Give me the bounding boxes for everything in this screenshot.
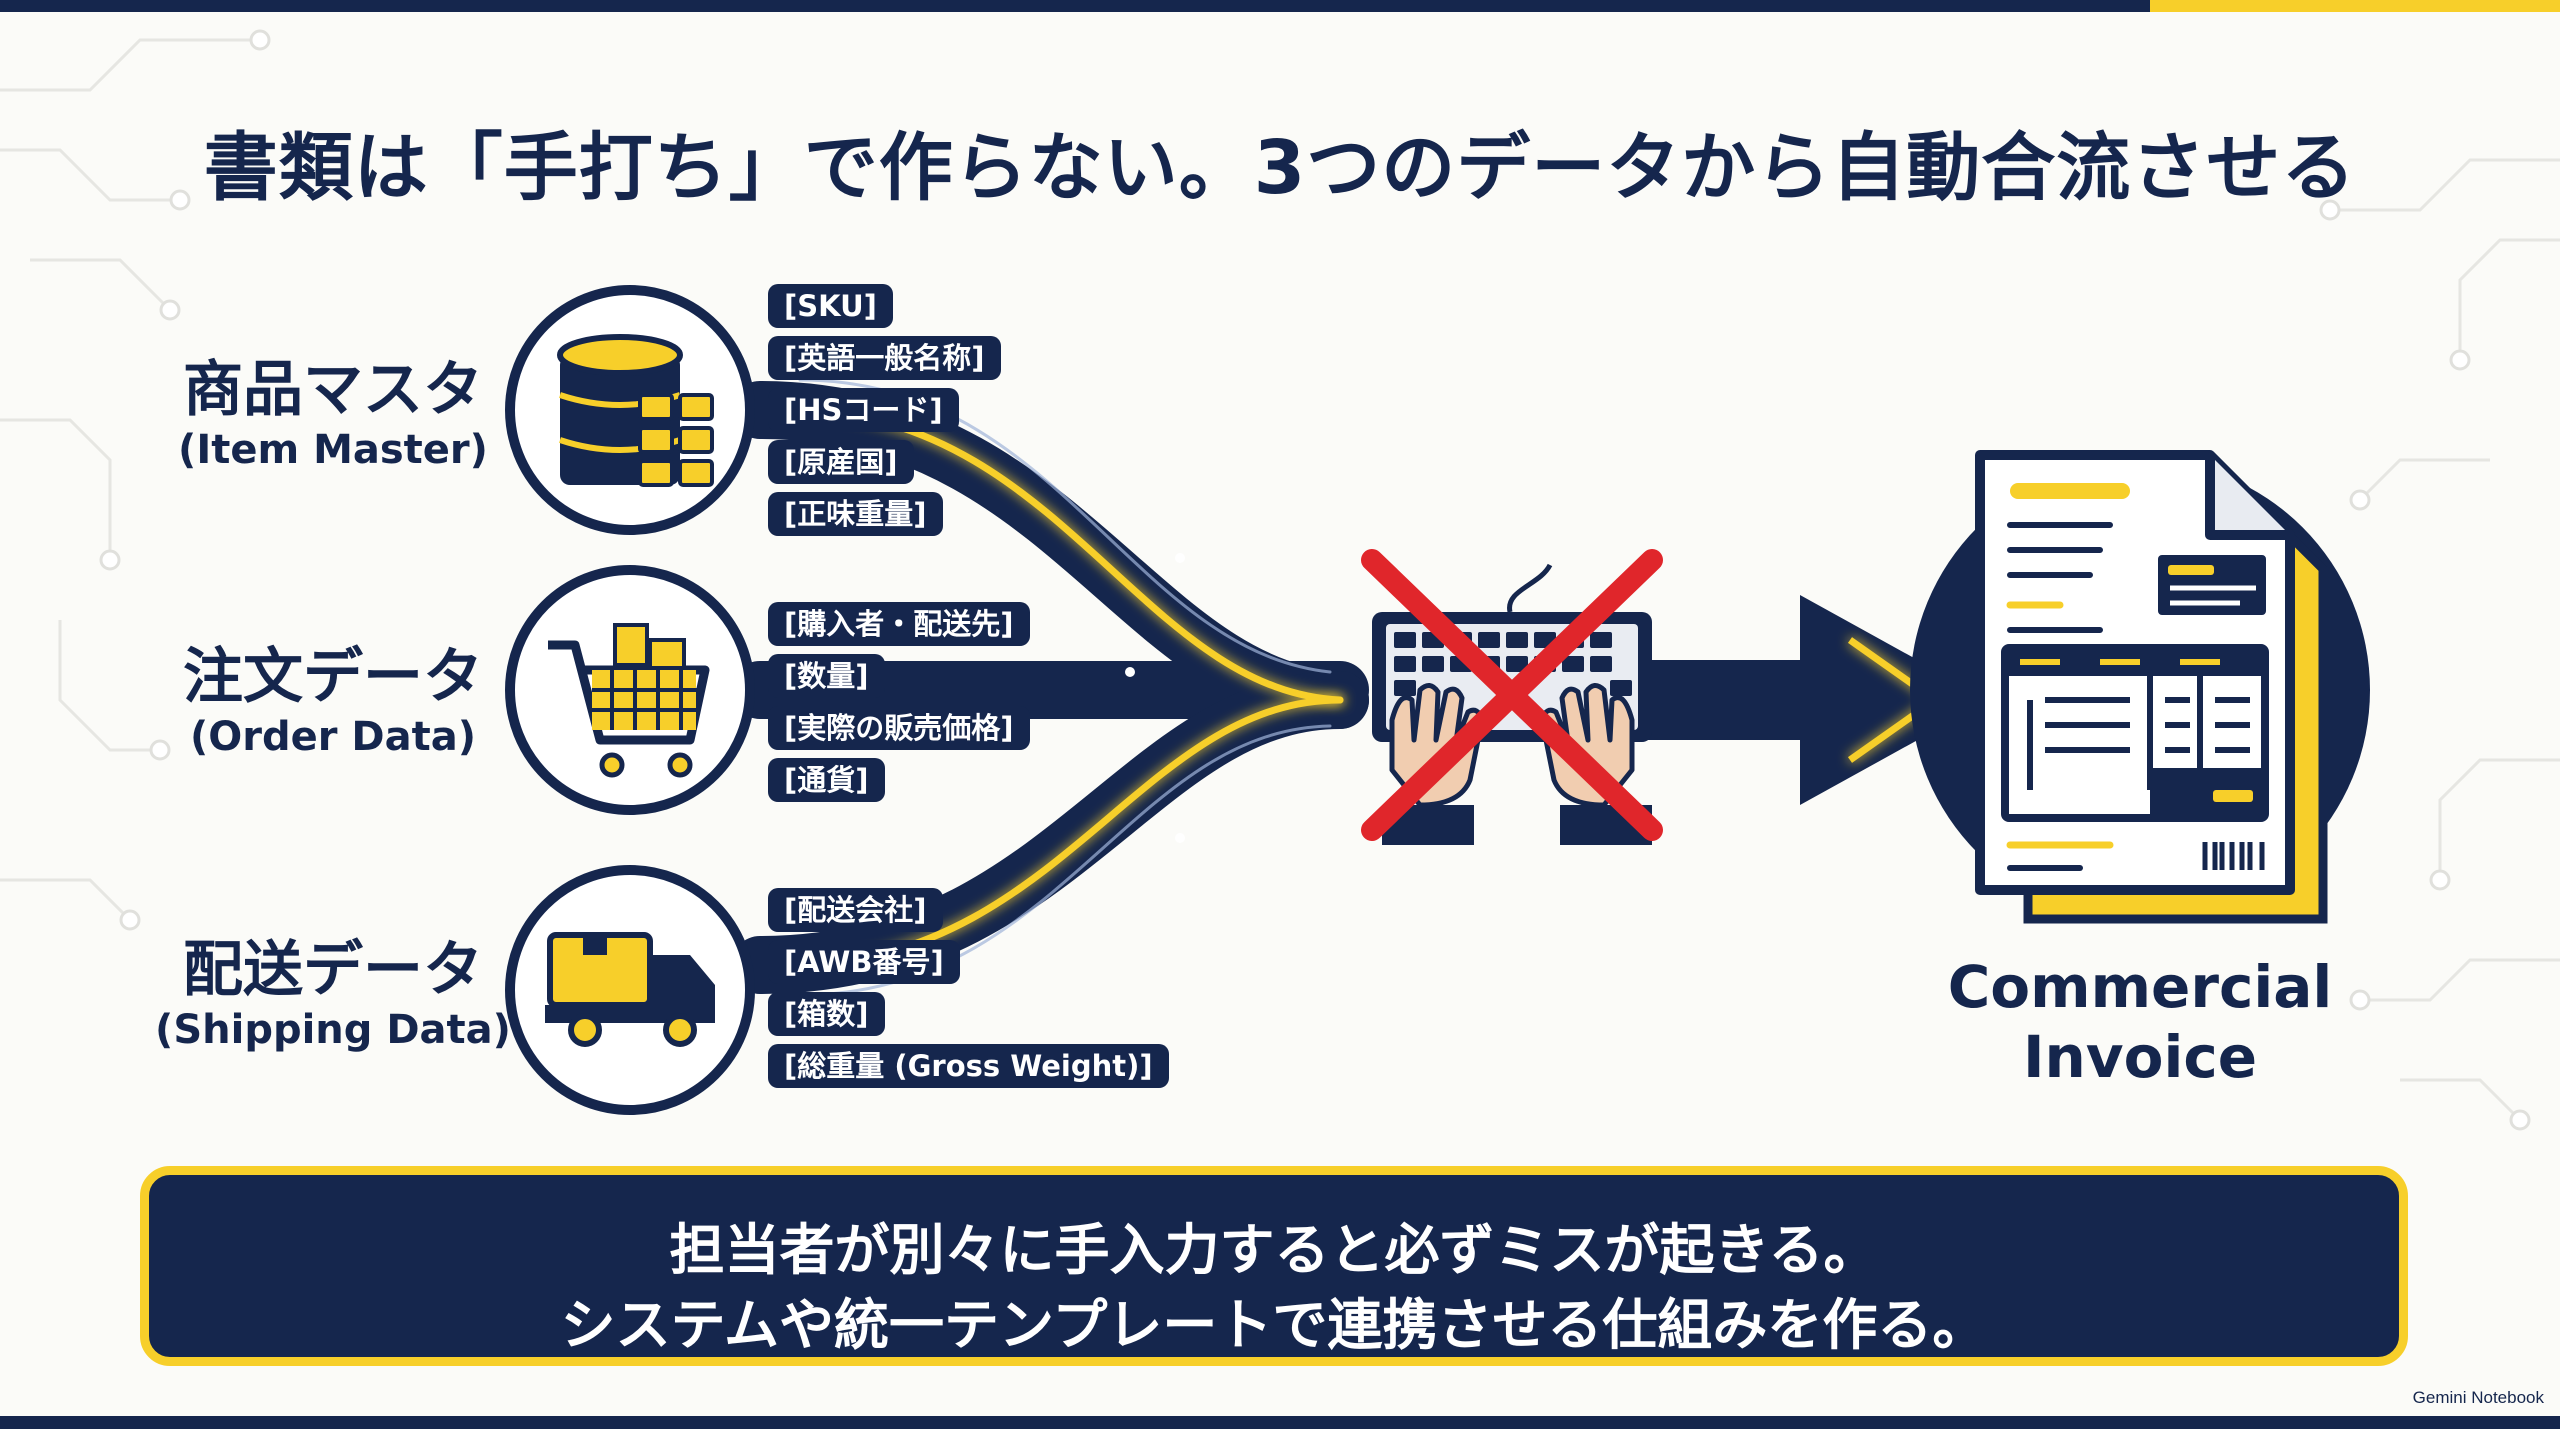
source-label-jp: 商品マスタ [183, 355, 483, 425]
output-label-line2: Invoice [2022, 1023, 2258, 1091]
page-title: 書類は「手打ち」で作らない。3つのデータから自動合流させる [203, 125, 2357, 211]
source-label-item-master: 商品マスタ (Item Master) [133, 355, 533, 475]
shopping-cart-icon [505, 565, 755, 815]
key-message-line2: システムや統一テンプレートで連携させる仕組みを作る。 [560, 1293, 1988, 1357]
field-tag: [通貨] [768, 758, 885, 802]
field-tag: [AWB番号] [768, 940, 960, 984]
field-tag: [購入者・配送先] [768, 602, 1030, 646]
field-tag: [原産国] [768, 440, 914, 484]
source-label-shipping-data: 配送データ (Shipping Data) [133, 935, 533, 1055]
top-accent-bar-gold [2150, 0, 2560, 12]
source-label-en: (Order Data) [189, 714, 476, 760]
output-label: Commercial Invoice [1910, 952, 2370, 1092]
field-tag: [SKU] [768, 284, 893, 328]
top-accent-bar-navy [0, 0, 2150, 12]
key-message-box: 担当者が別々に手入力すると必ずミスが起きる。 システムや統一テンプレートで連携さ… [140, 1166, 2408, 1366]
output-label-line1: Commercial [1947, 953, 2333, 1021]
field-tag: [箱数] [768, 992, 885, 1036]
delivery-truck-icon [505, 865, 755, 1115]
database-folder-icon [505, 285, 755, 535]
footer-watermark: Gemini Notebook [2412, 1388, 2544, 1407]
field-tag: [総重量 (Gross Weight)] [768, 1044, 1169, 1088]
source-label-jp: 配送データ [183, 935, 483, 1005]
source-label-en: (Shipping Data) [155, 1007, 511, 1053]
field-tag: [実際の販売価格] [768, 706, 1030, 750]
manual-typing-crossed-icon [1361, 549, 1663, 845]
field-tag: [正味重量] [768, 492, 943, 536]
bottom-accent-bar [0, 1416, 2560, 1429]
invoice-document-icon [1910, 450, 2370, 924]
source-label-jp: 注文データ [183, 642, 483, 712]
field-tag: [配送会社] [768, 888, 943, 932]
key-message-line1: 担当者が別々に手入力すると必ずミスが起きる。 [669, 1218, 1879, 1282]
source-label-order-data: 注文データ (Order Data) [133, 642, 533, 762]
field-tag: [英語一般名称] [768, 336, 1001, 380]
field-tag: [数量] [768, 654, 885, 698]
field-tag: [HSコード] [768, 388, 959, 432]
source-label-en: (Item Master) [178, 427, 488, 473]
